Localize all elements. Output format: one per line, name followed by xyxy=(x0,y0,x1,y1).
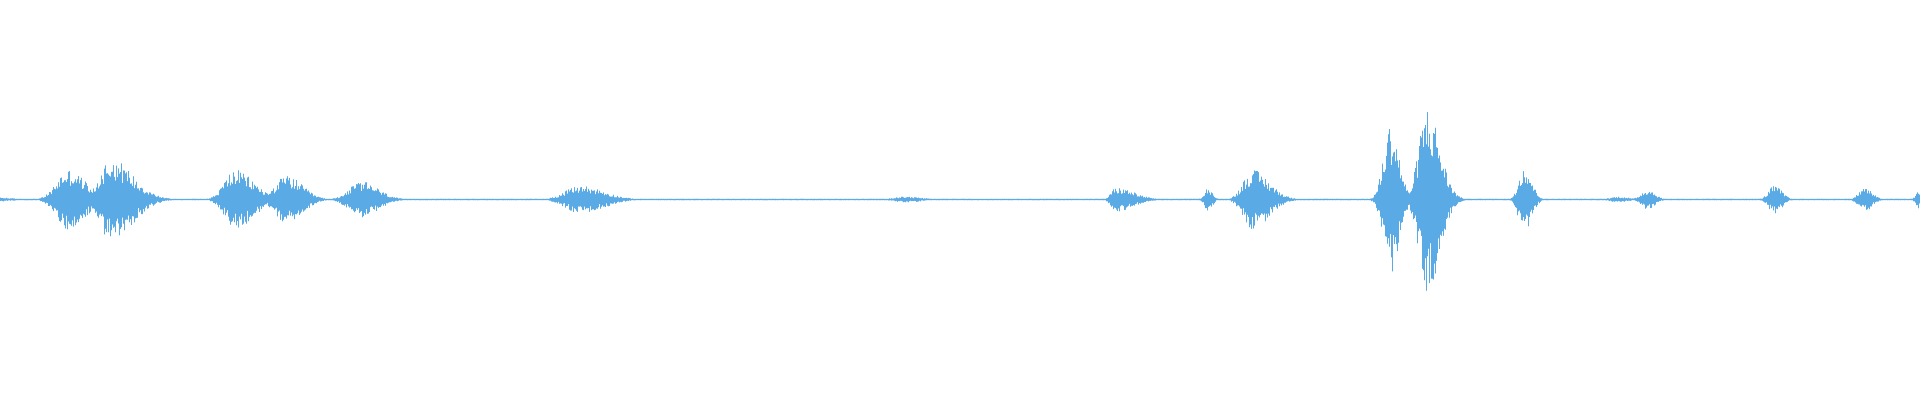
audio-waveform xyxy=(0,112,1920,291)
